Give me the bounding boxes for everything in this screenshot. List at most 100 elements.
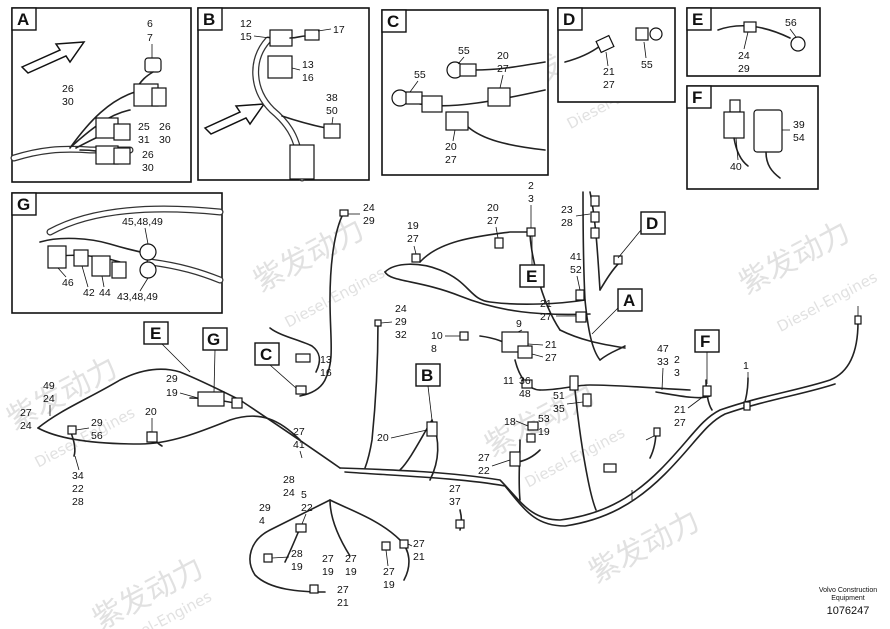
footer-brand-line2: Equipment xyxy=(831,595,865,602)
connector-icon xyxy=(526,433,536,443)
callout-label: 28 xyxy=(291,548,303,560)
callout-label: 19 xyxy=(538,426,550,438)
detail-d-panel: D 21 27 55 xyxy=(557,7,676,103)
connector-icon xyxy=(67,425,77,435)
callout-label: 9 xyxy=(516,318,522,330)
callout-label: 47 xyxy=(657,343,669,355)
detail-a-ref: A xyxy=(623,291,635,310)
callout-label: 29 xyxy=(259,502,271,514)
connector-icon xyxy=(459,331,469,341)
callout-label: 19 xyxy=(166,387,178,399)
callout-label: 16 xyxy=(320,367,332,379)
callout-label: 55 xyxy=(414,69,426,81)
direction-arrow-icon xyxy=(203,103,266,135)
detail-a-panel: A 6 7 26 30 25 31 26 30 26 30 xyxy=(10,7,192,183)
connector-icon xyxy=(582,393,592,407)
callout-label: 19 xyxy=(407,220,419,232)
callout-label: 24 xyxy=(738,50,750,62)
callout-label: 20 xyxy=(497,50,509,62)
callout-label: 54 xyxy=(793,132,805,144)
connector-icon xyxy=(91,255,111,277)
callout-label: 42 xyxy=(83,287,95,299)
detail-e-tag-box xyxy=(686,7,712,31)
callout-label: 21 xyxy=(540,298,552,310)
connector-icon xyxy=(323,123,341,139)
callout-label: 21 xyxy=(413,551,425,563)
callout-label: 24 xyxy=(395,303,407,315)
detail-e-tag: E xyxy=(692,10,703,29)
detail-a-tag-box xyxy=(11,7,37,31)
callout-label: 2 xyxy=(674,354,680,366)
footer: Volvo Construction Equipment 1076247 xyxy=(819,587,877,617)
connector-icon xyxy=(381,541,391,551)
callout-label: 19 xyxy=(383,579,395,591)
connector-icon xyxy=(455,519,465,529)
connector-icon xyxy=(653,427,661,437)
detail-g-panel: G 45,48,49 46 42 44 43,48,49 xyxy=(11,192,224,314)
callout-label: 52 xyxy=(570,264,582,276)
callout-label: 27 xyxy=(407,233,419,245)
callout-label: 27 xyxy=(337,584,349,596)
connector-icon xyxy=(73,249,89,267)
relay-socket-icon xyxy=(723,111,745,139)
grommet-icon xyxy=(139,261,157,279)
callout-label: 27 xyxy=(545,352,557,364)
connector-icon xyxy=(603,463,617,473)
callout-label: 21 xyxy=(674,404,686,416)
callout-label: 12 xyxy=(240,18,252,30)
connector-icon xyxy=(231,397,243,409)
connector-icon xyxy=(267,55,293,79)
callout-label: 13 xyxy=(302,59,314,71)
callout-label: 36 xyxy=(519,375,531,387)
main-callout-labels: 24 29 2 3 19 27 20 27 23 28 41 52 24 29 … xyxy=(20,180,859,609)
callout-label: 27 xyxy=(445,154,457,166)
connector-icon xyxy=(527,421,539,431)
callout-label: 53 xyxy=(538,413,550,425)
callout-label: 41 xyxy=(570,251,582,263)
callout-label: 7 xyxy=(147,32,153,44)
callout-label: 30 xyxy=(62,96,74,108)
connector-icon xyxy=(590,211,600,223)
detail-b-tag: B xyxy=(203,10,215,29)
direction-arrow-icon xyxy=(20,41,86,74)
connector-icon xyxy=(526,227,536,237)
connector-icon xyxy=(197,391,225,407)
callout-label: 56 xyxy=(785,17,797,29)
callout-label: 48 xyxy=(519,388,531,400)
callout-label: 32 xyxy=(395,329,407,341)
connector-icon xyxy=(590,195,600,207)
callout-label: 17 xyxy=(333,24,345,36)
callout-label: 29 xyxy=(166,373,178,385)
detail-e-ref-left: E xyxy=(150,324,161,343)
connector-icon xyxy=(151,87,167,107)
callout-label: 31 xyxy=(138,134,150,146)
connector-icon xyxy=(743,21,757,33)
connector-icon xyxy=(521,379,533,389)
connector-icon xyxy=(295,385,307,395)
callout-label: 5 xyxy=(301,489,307,501)
callout-label: 11 xyxy=(503,375,514,387)
detail-d-ref: D xyxy=(646,214,658,233)
connector-icon xyxy=(421,95,443,113)
detail-b-panel: B 12 15 17 13 16 38 50 xyxy=(197,7,370,182)
callout-label: 4 xyxy=(259,515,265,527)
detail-f-panel: F 39 54 40 xyxy=(686,85,819,190)
callout-label: 51 xyxy=(553,390,565,402)
callout-label: 6 xyxy=(147,18,153,30)
connector-icon xyxy=(487,87,511,107)
connector-icon xyxy=(635,27,649,41)
callout-label: 20 xyxy=(445,141,457,153)
relay-icon xyxy=(753,109,783,153)
detail-e-panel: E 56 24 29 xyxy=(686,7,821,77)
callout-label: 50 xyxy=(326,105,338,117)
callout-label: 46 xyxy=(62,277,74,289)
callout-label: 13 xyxy=(320,354,332,366)
ring-terminal-icon xyxy=(649,27,663,41)
detail-f-tag-box xyxy=(686,85,712,109)
callout-label: 29 xyxy=(363,215,375,227)
detail-g-ref: G xyxy=(207,330,220,349)
callout-label: 37 xyxy=(449,496,461,508)
connector-icon xyxy=(111,261,127,279)
connector-icon xyxy=(613,255,623,265)
callout-label: 28 xyxy=(561,217,573,229)
